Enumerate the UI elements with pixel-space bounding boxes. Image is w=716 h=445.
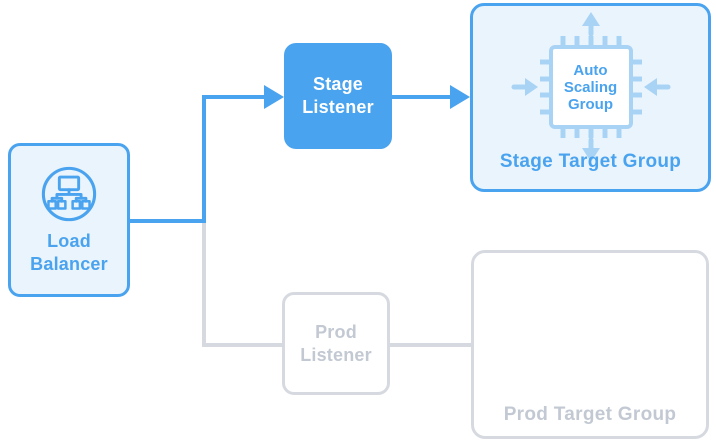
node-prod-listener: Prod Listener: [282, 292, 390, 395]
load-balancer-label-line2: Balancer: [30, 253, 108, 274]
prod-listener-label-line2: Listener: [300, 344, 372, 365]
node-stage-target-group: Auto Scaling Group Stage Target Group: [470, 3, 711, 192]
load-balancer-tree-icon: [40, 165, 98, 223]
stage-listener-label-line1: Stage: [312, 74, 364, 94]
auto-scaling-label-line3: Group: [568, 95, 613, 113]
arrowhead-into-stage-listener: [264, 85, 284, 109]
auto-scaling-label-line2: Scaling: [563, 78, 618, 96]
prod-listener-label-line1: Prod: [315, 321, 357, 342]
connector-junction-up: [202, 95, 206, 223]
load-balancer-label-line1: Load: [47, 230, 91, 251]
connector-junction-down: [202, 223, 206, 347]
connector-prod-listener-to-target: [390, 343, 471, 347]
stage-listener-label-line2: Listener: [302, 97, 374, 117]
auto-scaling-label-line1: Auto: [573, 61, 608, 79]
node-load-balancer: Load Balancer: [8, 143, 130, 297]
prod-target-group-label: Prod Target Group: [503, 404, 677, 425]
node-prod-target-group: Prod Target Group: [471, 250, 709, 439]
connector-to-stage-listener: [204, 95, 266, 99]
auto-scaling-group-label: Auto Scaling Group: [551, 47, 631, 127]
auto-scaling-chip-icon: Auto Scaling Group: [511, 12, 671, 162]
connector-stage-listener-to-target: [390, 95, 452, 99]
arrowhead-into-stage-target: [450, 85, 470, 109]
stage-target-group-label: Stage Target Group: [499, 151, 682, 172]
connector-to-prod-listener: [202, 343, 282, 347]
connector-lb-to-junction: [130, 219, 204, 223]
node-stage-listener: Stage Listener: [284, 43, 392, 149]
